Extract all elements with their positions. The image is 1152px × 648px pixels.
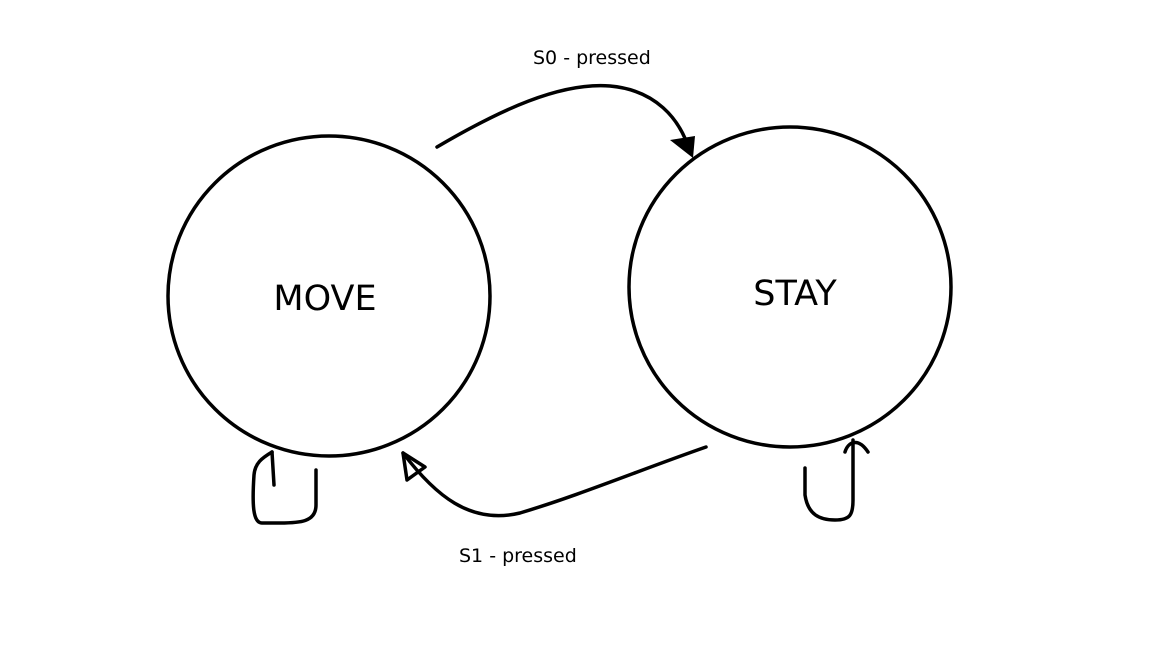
state-stay-circle xyxy=(627,125,953,449)
self-loop-move xyxy=(251,450,318,525)
self-loop-stay-arrow-tip xyxy=(843,440,870,454)
transition-stay-to-move-arc xyxy=(401,445,708,518)
state-move-label: MOVE xyxy=(273,279,376,319)
state-move: MOVE xyxy=(166,134,492,458)
transition-stay-to-move-arrowhead xyxy=(401,451,427,482)
state-stay: STAY xyxy=(627,125,953,449)
state-stay-label: STAY xyxy=(753,274,837,314)
self-loop-stay-path xyxy=(803,438,855,522)
transition-move-to-stay: S0 - pressed xyxy=(435,47,695,158)
self-loop-move-path xyxy=(251,450,318,525)
transition-move-to-stay-label: S0 - pressed xyxy=(533,47,651,69)
transition-move-to-stay-arrowhead xyxy=(670,136,695,158)
transition-move-to-stay-arc xyxy=(435,83,692,154)
self-loop-stay xyxy=(803,438,870,522)
state-move-circle xyxy=(166,134,492,458)
transition-stay-to-move-label: S1 - pressed xyxy=(459,545,577,567)
transition-stay-to-move: S1 - pressed xyxy=(401,445,708,567)
self-loop-move-arrow-tip xyxy=(270,450,276,487)
